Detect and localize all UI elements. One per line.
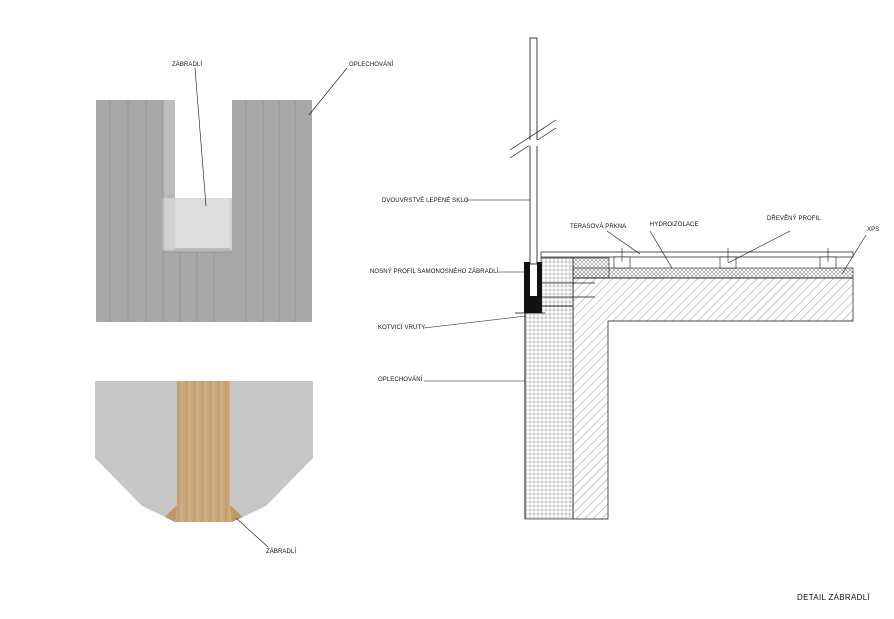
plan-concrete-left [95,381,177,517]
xps-layer [572,267,854,279]
drawing-title: DETAIL ZÁBRADLÍ [797,593,870,602]
concrete-slab [572,277,854,520]
label-xps: XPS [867,227,879,233]
railing-slot [175,100,232,198]
label-flashing: OPLECHOVÁNÍ [378,376,423,383]
label-terrace-boards: TERASOVÁ PRKNA [570,223,626,230]
railing-plan [95,381,313,522]
terrace-boards [540,251,854,258]
glass-inset [174,197,231,249]
label-anchors: KOTVICÍ VRUTY [378,324,425,331]
elevation-panel-left [96,100,163,322]
label-profile: NOSNÝ PROFIL SAMONOSNÉHO ZÁBRADLÍ [370,268,499,275]
elevation-panel-bottom [163,252,232,322]
label-plan-railing: ZÁBRADLÍ [266,548,296,555]
label-glass: DVOUVRSTVÉ LEPENÉ SKLO [382,197,469,204]
label-wood-profile: DŘEVĚNÝ PROFIL [767,214,821,222]
railing-section [509,37,854,520]
label-top-railing: ZÁBRADLÍ [172,61,202,68]
label-waterproofing: HYDROIZOLACE [650,222,699,228]
railing-profile [524,262,542,313]
plan-wood-core [165,381,243,522]
glass-pane [529,37,538,265]
elevation-panel-right [232,100,312,322]
facade-insulation [524,305,574,520]
plan-concrete-right [230,381,313,517]
label-top-flashing: OPLECHOVÁNÍ [349,61,394,68]
railing-elevation [96,100,312,322]
